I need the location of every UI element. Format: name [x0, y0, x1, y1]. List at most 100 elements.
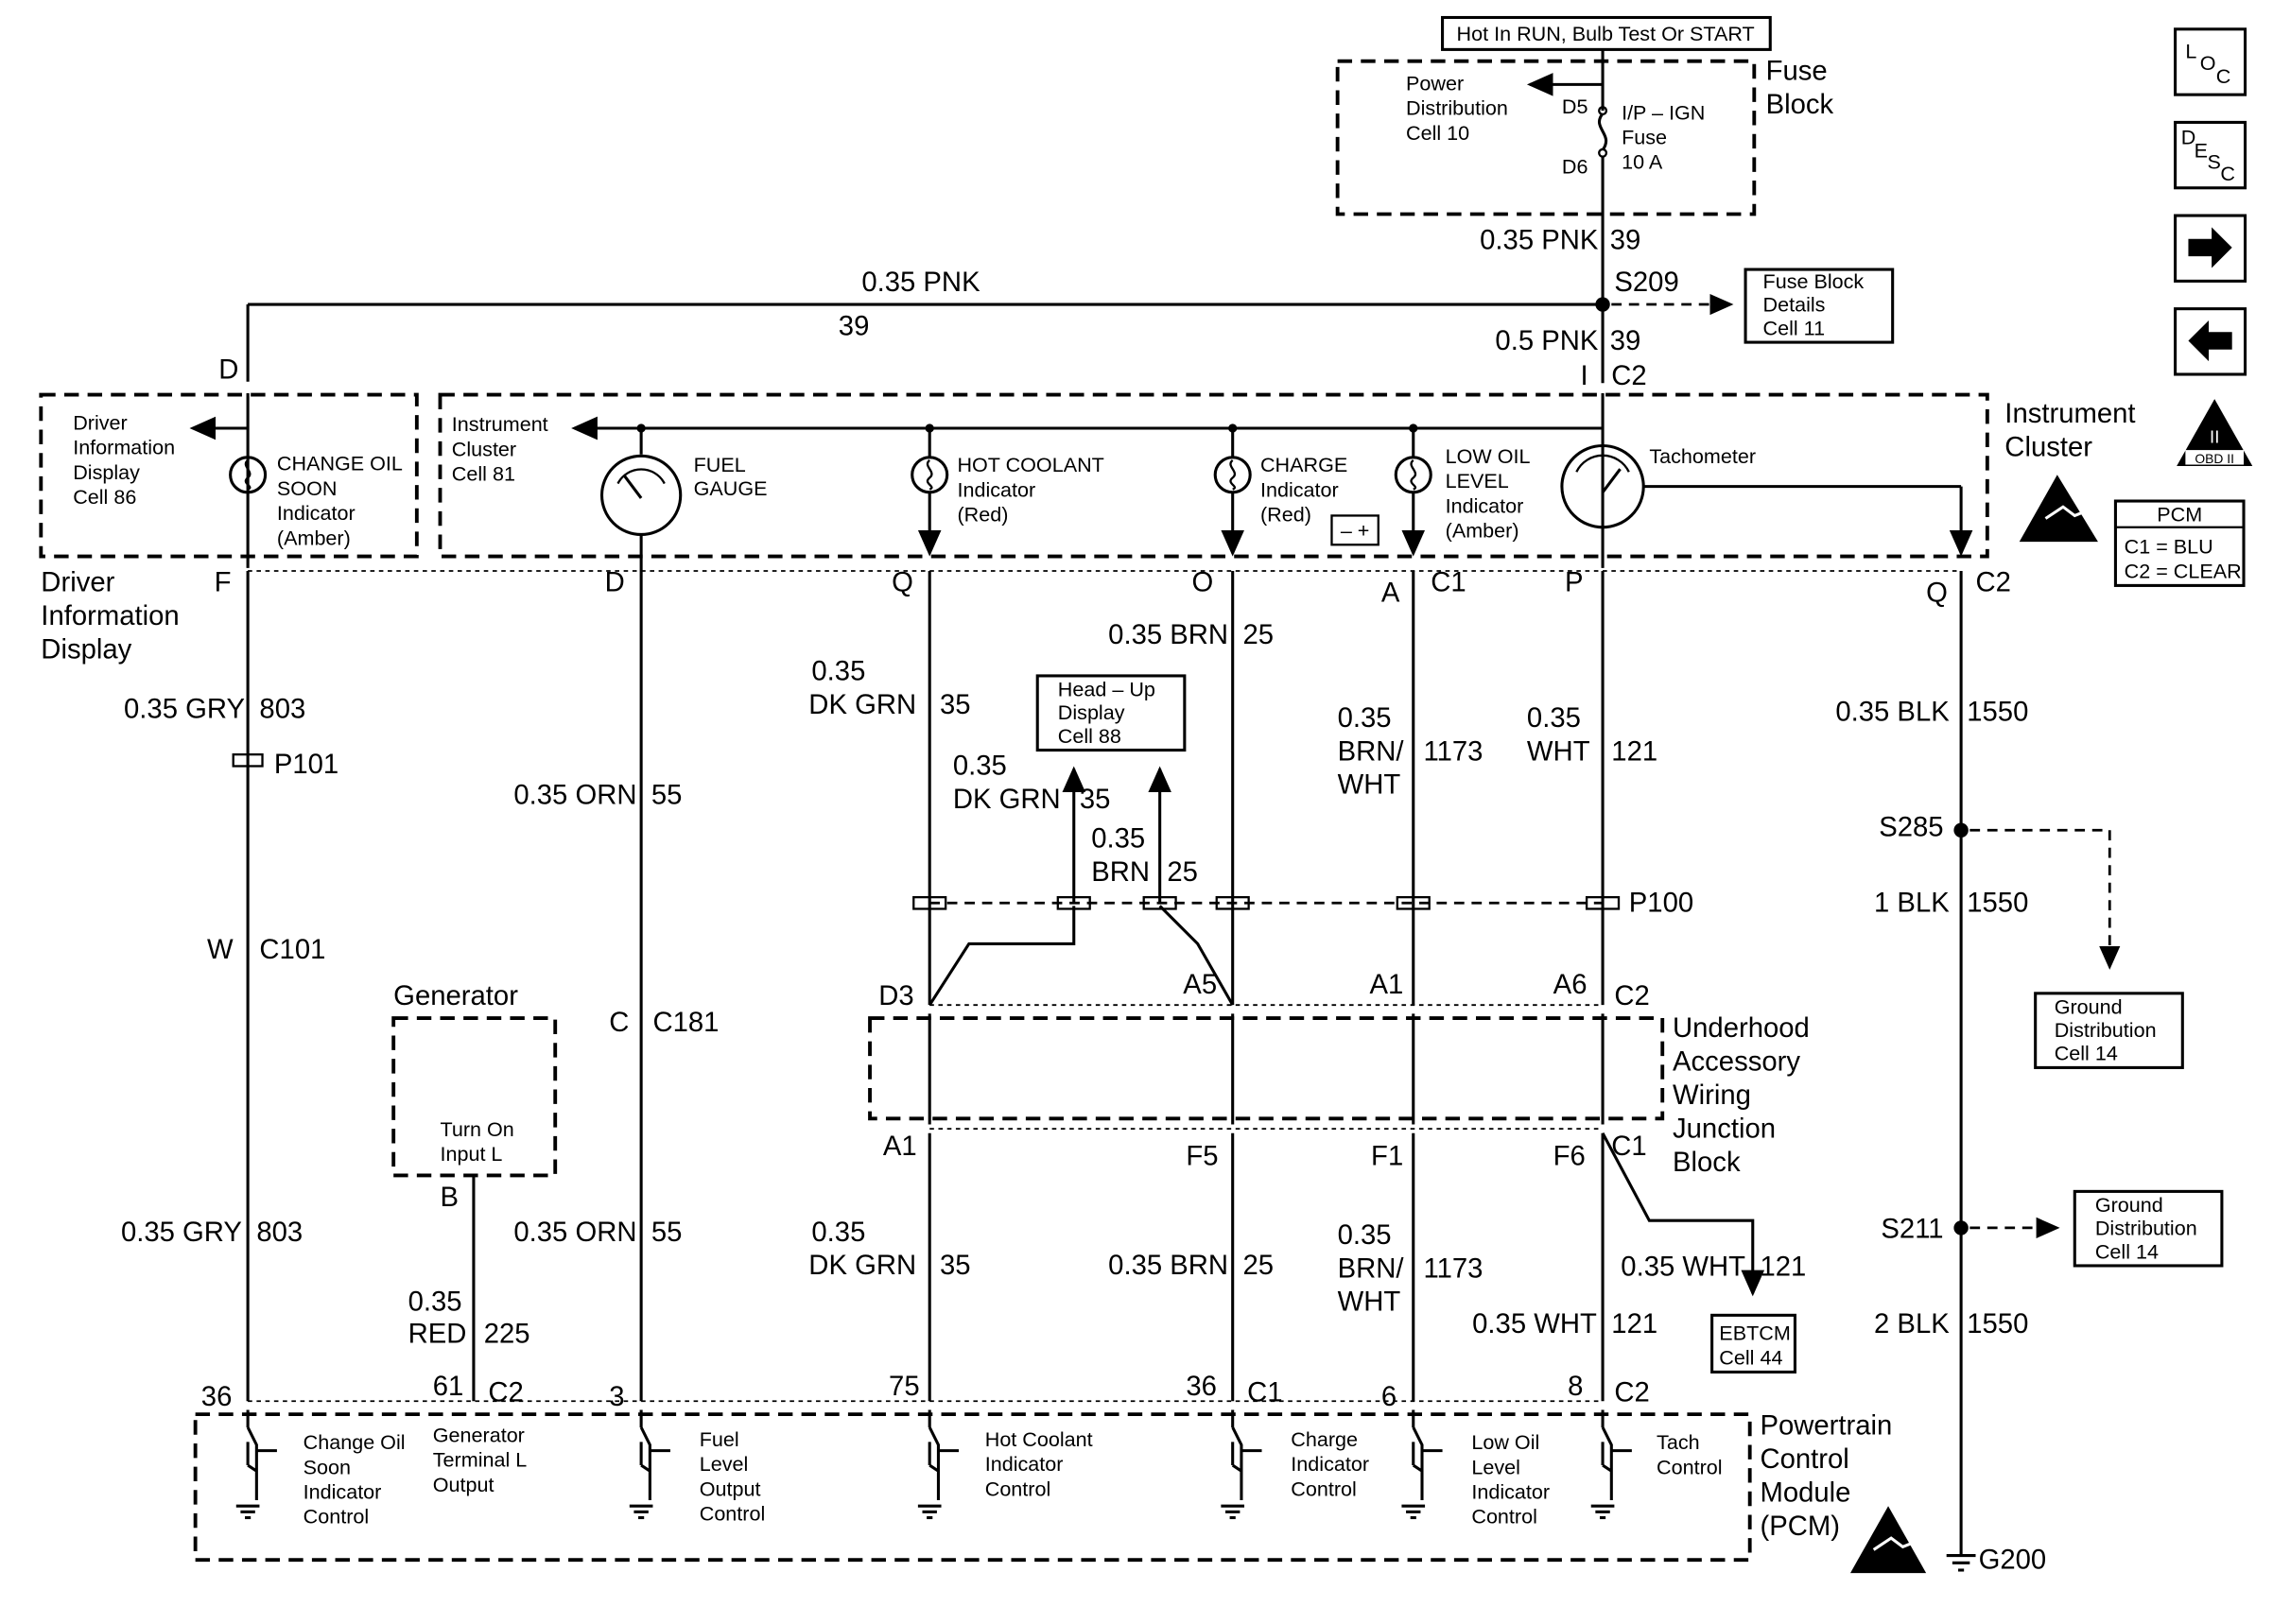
- pcm-col4-2: Indicator: [1291, 1452, 1369, 1476]
- uh-a5: A5: [1183, 970, 1217, 1000]
- orn2-circ: 55: [651, 1218, 683, 1248]
- blk1-circ: 1550: [1967, 698, 2028, 728]
- pin-c: C: [609, 1008, 629, 1038]
- ic-title-2: Cluster: [2004, 432, 2092, 462]
- p101: P101: [274, 750, 338, 780]
- low-oil-bulb-icon: [1394, 456, 1432, 494]
- brnwht1-color1: BRN/: [1338, 736, 1405, 767]
- brnwht1-color2: WHT: [1338, 770, 1401, 801]
- brn3-size: 0.35 BRN: [1108, 1251, 1228, 1281]
- w1-size: 0.35 PNK: [1480, 225, 1599, 255]
- pcm-box: [193, 1412, 1752, 1563]
- c181: C181: [652, 1008, 719, 1038]
- fbd-2: Details: [1763, 293, 1826, 317]
- orn1-size: 0.35 ORN: [513, 781, 636, 811]
- blk2-circ: 1550: [1967, 889, 2028, 919]
- pcm-col4-1: Charge: [1291, 1427, 1358, 1451]
- pcm-col2-2: Level: [700, 1452, 749, 1476]
- pcm-title-2: Control: [1760, 1444, 1848, 1475]
- lowoil-2: LEVEL: [1446, 469, 1509, 492]
- uh-3: Wiring: [1673, 1080, 1751, 1111]
- pin-c1: C1: [1431, 568, 1466, 598]
- brnwht2-color1: BRN/: [1338, 1253, 1405, 1284]
- dic-name-2: Information: [41, 601, 179, 631]
- pin-d-top: D: [218, 355, 238, 386]
- p100-connector-icon: [912, 895, 947, 910]
- fuse-block-title-1: Fuse: [1766, 57, 1828, 87]
- hot-coolant-bulb-icon: [911, 456, 949, 494]
- pcm-pin-36: 36: [201, 1382, 233, 1412]
- w2-size: 0.35 PNK: [861, 268, 980, 298]
- transistor-icon: [1590, 1409, 1632, 1520]
- uh-bot-a1: A1: [883, 1132, 917, 1162]
- ebtcm-box: [1710, 1313, 1796, 1373]
- fuel-2: GAUGE: [694, 476, 768, 500]
- dkgrn2-circ: 35: [1080, 785, 1111, 815]
- splice-s209: S209: [1614, 268, 1678, 298]
- splice-dot: [1595, 297, 1610, 312]
- w2-circ: 39: [839, 311, 870, 341]
- pcm-legend-c1: C1 = BLU: [2125, 535, 2213, 559]
- dic-2: Information: [73, 436, 175, 459]
- ic-cell-3: Cell 81: [452, 461, 515, 485]
- ebtcm-2: Cell 44: [1719, 1346, 1782, 1370]
- power-dist-1: Power: [1406, 72, 1464, 95]
- blk2-size: 1 BLK: [1874, 889, 1950, 919]
- pin-d6: D6: [1562, 154, 1588, 178]
- loc-icon: [2174, 27, 2247, 96]
- obd-ii-icon: [2177, 399, 2253, 467]
- side-icons: L O C D E S C II OBD II PCM C1 = BLU C2 …: [2019, 27, 2253, 587]
- dkgrn2-color: DK GRN: [953, 785, 1061, 815]
- brn2-color: BRN: [1091, 857, 1150, 888]
- uh-1: Underhood: [1673, 1013, 1810, 1044]
- pcm-col5-2: Level: [1471, 1455, 1520, 1478]
- blk3-size: 2 BLK: [1874, 1309, 1950, 1339]
- hot-3: (Red): [957, 503, 1008, 527]
- gen-b: B: [440, 1183, 459, 1213]
- uh-2: Accessory: [1673, 1046, 1800, 1077]
- dic-3: Display: [73, 460, 140, 484]
- pcm-col2-3: Output: [700, 1477, 761, 1500]
- pcm-col1-2: Terminal L: [433, 1448, 527, 1472]
- s285: S285: [1879, 812, 1943, 842]
- dic-ind-4: (Amber): [277, 526, 351, 549]
- pcm-col1-1: Generator: [433, 1423, 525, 1446]
- lowoil-1: LOW OIL: [1446, 444, 1531, 468]
- charge-3: (Red): [1260, 503, 1311, 527]
- gry2-circ: 803: [256, 1218, 303, 1248]
- dic-ind-3: Indicator: [277, 501, 356, 525]
- brn2-size: 0.35: [1091, 824, 1145, 855]
- dic-ind-2: SOON: [277, 476, 338, 500]
- driver-info-display: Driver Information Display Cell 86 CHANG…: [39, 392, 419, 665]
- desc-c: C: [2220, 162, 2235, 185]
- loc-c: C: [2216, 64, 2231, 88]
- hud-1: Head – Up: [1058, 678, 1155, 701]
- dic-name-3: Display: [41, 634, 131, 665]
- brnwht2-color2: WHT: [1338, 1287, 1401, 1318]
- s211: S211: [1881, 1215, 1943, 1245]
- wht1-circ: 121: [1611, 736, 1657, 767]
- hot-2: Indicator: [957, 477, 1035, 501]
- pcm-col1-3: Output: [433, 1473, 495, 1496]
- pcm-col3-1: Hot Coolant: [985, 1427, 1093, 1451]
- pcm-c1: C1: [1247, 1377, 1282, 1408]
- lowoil-4: (Amber): [1446, 519, 1519, 543]
- pin-q2: Q: [1926, 578, 1948, 608]
- pcm-col3-3: Control: [985, 1477, 1051, 1500]
- fuel-1: FUEL: [694, 453, 746, 476]
- wht3-circ: 121: [1611, 1309, 1657, 1339]
- orn1-circ: 55: [651, 781, 683, 811]
- obd-ii-text: OBD II: [2195, 451, 2234, 466]
- ic-title-1: Instrument: [2004, 399, 2135, 429]
- ic-pin-row: D Q O A C1 P Q C2: [248, 568, 2011, 608]
- uh-5: Block: [1673, 1148, 1741, 1178]
- gd2-3: Cell 14: [2095, 1239, 2159, 1263]
- pcm-c2a: C2: [488, 1377, 523, 1408]
- battery-icon: [1330, 514, 1379, 546]
- pin-d5: D5: [1562, 95, 1588, 118]
- pcm-legend: [2113, 499, 2246, 587]
- pcm-title-1: Powertrain: [1760, 1411, 1892, 1442]
- gd1-3: Cell 14: [2055, 1042, 2118, 1065]
- brnwht1-size: 0.35: [1338, 703, 1392, 734]
